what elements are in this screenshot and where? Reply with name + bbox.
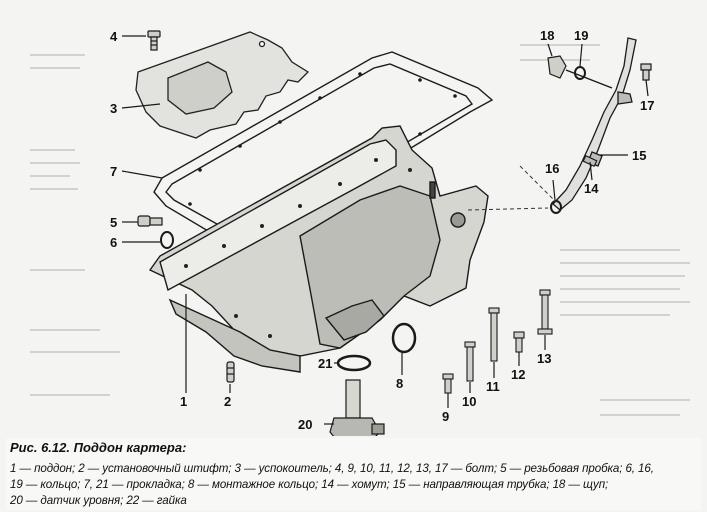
callout-6: 6 [110, 235, 117, 250]
callout-9: 9 [442, 409, 449, 424]
oil-pan [148, 125, 489, 373]
dipstick-18 [547, 55, 613, 89]
callout-21: 21 [318, 356, 332, 371]
baffle-plate [135, 31, 310, 139]
caption-legend-line-3: 20 — датчик уровня; 22 — гайка [10, 494, 187, 507]
callout-8: 8 [396, 376, 403, 391]
callout-4: 4 [110, 29, 118, 44]
callout-14: 14 [584, 181, 599, 196]
callout-5: 5 [110, 215, 117, 230]
callout-numbers: 1 2 3 4 5 6 7 8 9 10 11 12 13 14 15 16 1… [110, 28, 654, 454]
pan-bolt-holes [184, 158, 412, 338]
callout-17: 17 [640, 98, 654, 113]
callout-1: 1 [180, 394, 187, 409]
callout-20: 20 [298, 417, 312, 432]
callout-18: 18 [540, 28, 554, 43]
caption-legend-line-2: 19 — кольцо; 7, 21 — прокладка; 8 — монт… [10, 478, 609, 491]
bolts-9-13 [442, 289, 553, 394]
leader-lines [121, 35, 649, 447]
callout-12: 12 [511, 367, 525, 382]
bolt-17 [640, 63, 652, 81]
callout-19: 19 [574, 28, 588, 43]
figure-caption: Рис. 6.12. Поддон картера: 1 — поддон; 2… [6, 438, 701, 510]
caption-legend-line-1: 1 — поддон; 2 — установочный штифт; 3 — … [10, 462, 654, 475]
callout-10: 10 [462, 394, 476, 409]
ring-19 [574, 66, 586, 80]
drain-plug-5 [137, 215, 163, 227]
callout-16: 16 [545, 161, 559, 176]
caption-title: Рис. 6.12. Поддон картера: [10, 440, 187, 455]
callout-11: 11 [486, 379, 500, 394]
bolt-4 [147, 30, 161, 51]
dowel-pin-2 [226, 361, 235, 383]
assembly-dashed-lines [467, 165, 557, 211]
ring-16 [550, 200, 562, 214]
mounting-ring-8 [391, 322, 417, 354]
callout-2: 2 [224, 394, 231, 409]
clamp-14 [582, 155, 598, 167]
level-sensor-20 [329, 379, 385, 445]
seal-ring-6 [160, 231, 174, 249]
callout-13: 13 [537, 351, 551, 366]
callout-15: 15 [632, 148, 646, 163]
sensor-gasket-21 [336, 354, 372, 372]
oil-pan-drawing: 1 2 3 4 5 6 7 8 9 10 11 12 13 14 15 16 1… [30, 28, 690, 454]
oil-pan-figure: 1 2 3 4 5 6 7 8 9 10 11 12 13 14 15 16 1… [30, 28, 690, 454]
callout-3: 3 [110, 101, 117, 116]
callout-7: 7 [110, 164, 117, 179]
